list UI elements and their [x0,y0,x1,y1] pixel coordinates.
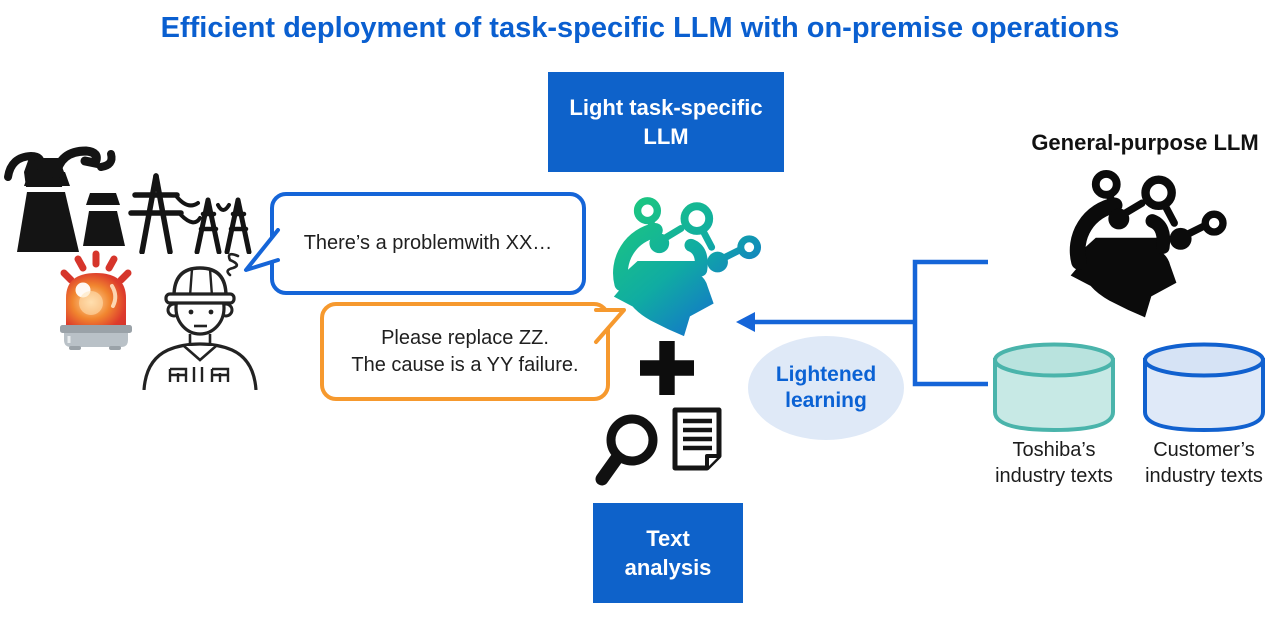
worker-emblem [168,367,230,382]
operator-speech-bubble: There’s a problemwith XX… [270,192,586,295]
toshiba-db-line2: industry texts [995,465,1113,487]
lightened-line1: Lightened [775,362,877,386]
text-analysis-box: Text analysis [593,503,743,603]
llm-reply-speech-bubble: Please replace ZZ. The cause is a YY fai… [320,302,610,401]
general-purpose-llm-label: General-purpose LLM [1031,130,1259,155]
arrowhead-left [736,312,755,332]
customer-db-line1: Customer’s [1153,439,1255,461]
text-analysis-icons [595,407,722,486]
database-cylinder-teal-icon [993,342,1115,433]
toshiba-db-line1: Toshiba’s [1012,439,1096,461]
text-analysis-line2: analysis [624,555,712,580]
ai-head-network-black-icon [1069,169,1227,318]
field-worker-icon [142,252,258,390]
light-task-specific-llm-box: Light task-specific LLM [548,72,784,172]
llm-reply-line1: Please replace ZZ. [381,326,549,349]
lightened-learning-arrow [736,259,988,387]
page-title: Efficient deployment of task-specific LL… [160,12,1120,44]
toshiba-db-label: Toshiba’s industry texts [962,437,1146,489]
magnifying-glass-icon [595,414,658,486]
lightened-learning-badge: Lightened learning [748,336,904,440]
confusion-scribble-icon [226,252,240,277]
ai-head-network-gradient-icon [613,197,762,337]
customer-db-label: Customer’s industry texts [1112,437,1280,489]
database-cylinder-blue-icon [1143,342,1265,433]
light-llm-line2: LLM [643,124,689,149]
beacon-base [64,333,128,347]
light-llm-line1: Light task-specific [569,94,763,120]
lightened-line2: learning [785,389,867,412]
alarm-beacon-icon [60,250,132,350]
document-icon [672,407,722,471]
beacon-rays [60,250,132,284]
operator-bubble-text: There’s a problemwith XX… [303,232,553,254]
worker-hardhat [172,266,228,298]
operator-bubble-tail [244,228,280,272]
plus-icon [640,341,694,395]
power-plant-icon [4,146,125,252]
llm-reply-line2: The cause is a YY failure. [351,353,579,376]
llm-reply-bubble-tail [594,308,626,344]
customer-db-line2: industry texts [1145,465,1263,487]
transmission-towers-icon [128,173,252,254]
text-analysis-line1: Text [646,525,690,551]
